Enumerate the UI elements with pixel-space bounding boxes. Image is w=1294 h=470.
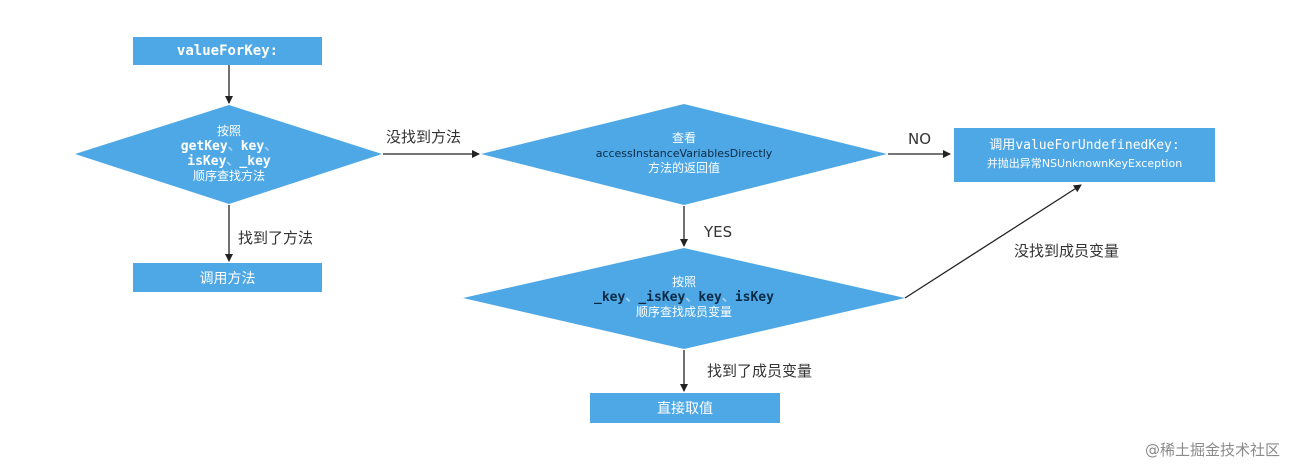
ivar-sep2: 、 bbox=[685, 290, 699, 305]
ivar-line2: _key、_isKey、key、isKey bbox=[564, 290, 804, 305]
edge-label-no-method: 没找到方法 bbox=[386, 128, 462, 146]
watermark: @稀土掘金技术社区 bbox=[1144, 441, 1280, 459]
edge-label-no: NO bbox=[908, 130, 932, 148]
ivar-line1: 按照 bbox=[671, 275, 696, 289]
getter-line1: 按照 bbox=[216, 124, 241, 138]
getter-underscore-key: _key bbox=[239, 154, 271, 169]
getter-sep1: 、 bbox=[227, 139, 241, 154]
start-box-label: valueForKey: bbox=[176, 43, 279, 59]
getter-key: key bbox=[240, 139, 265, 154]
access-line2: accessInstanceVariablesDirectly bbox=[595, 147, 773, 160]
ivar-key1: _key bbox=[594, 290, 626, 305]
getter-diamond-text: 按照 getKey、key、 isKey、_key 顺序查找方法 bbox=[149, 124, 309, 184]
ivar-diamond-shape bbox=[463, 248, 905, 349]
ivar-diamond-text: 按照 _key、_isKey、key、isKey 顺序查找成员变量 bbox=[564, 275, 804, 320]
getter-sep2: 、 bbox=[264, 139, 278, 154]
edge-label-found-ivar: 找到了成员变量 bbox=[707, 362, 813, 380]
getter-line3: isKey、_key bbox=[149, 154, 309, 169]
edge-label-found-method: 找到了方法 bbox=[238, 229, 314, 247]
ivar-line3: 顺序查找成员变量 bbox=[635, 305, 732, 319]
getter-getKey: getKey bbox=[180, 139, 228, 154]
ivar-sep1: 、 bbox=[625, 290, 639, 305]
ivar-sep3: 、 bbox=[721, 290, 735, 305]
direct-value-label: 直接取值 bbox=[657, 401, 713, 417]
connector-ivar-to-undefined bbox=[904, 184, 1082, 299]
access-diamond-text: 查看 accessInstanceVariablesDirectly 方法的返回… bbox=[554, 131, 814, 176]
call-method-label: 调用方法 bbox=[199, 270, 256, 287]
access-diamond-shape bbox=[481, 104, 887, 205]
getter-diamond-shape bbox=[75, 105, 382, 204]
undefined-exception-name: NSUnknownKeyException bbox=[1041, 157, 1183, 170]
ivar-key2: _isKey bbox=[638, 290, 686, 305]
getter-line4: 顺序查找方法 bbox=[192, 169, 265, 183]
ivar-key3: key bbox=[698, 290, 722, 305]
direct-value-box: 直接取值 bbox=[590, 393, 780, 423]
getter-sep3: 、 bbox=[226, 154, 240, 169]
undefined-method-name: valueForUndefinedKey: bbox=[1015, 138, 1180, 153]
undefined-line1: 调用valueForUndefinedKey: bbox=[989, 137, 1179, 155]
start-box: valueForKey: bbox=[133, 37, 322, 65]
call-method-box: 调用方法 bbox=[133, 263, 322, 292]
edge-label-yes: YES bbox=[704, 223, 733, 241]
undefined-call-text: 调用 bbox=[989, 138, 1016, 153]
undefined-line2: 并抛出异常NSUnknownKeyException bbox=[987, 155, 1182, 173]
edge-label-no-ivar: 没找到成员变量 bbox=[1014, 242, 1120, 260]
getter-line2: getKey、key、 bbox=[149, 139, 309, 154]
getter-isKey: isKey bbox=[187, 154, 227, 169]
access-line1: 查看 bbox=[671, 131, 696, 145]
undefined-throw-text: 并抛出异常 bbox=[986, 157, 1042, 170]
undefined-key-box: 调用valueForUndefinedKey: 并抛出异常NSUnknownKe… bbox=[954, 128, 1215, 182]
ivar-key4: isKey bbox=[734, 290, 774, 305]
access-line3: 方法的返回值 bbox=[647, 161, 720, 175]
